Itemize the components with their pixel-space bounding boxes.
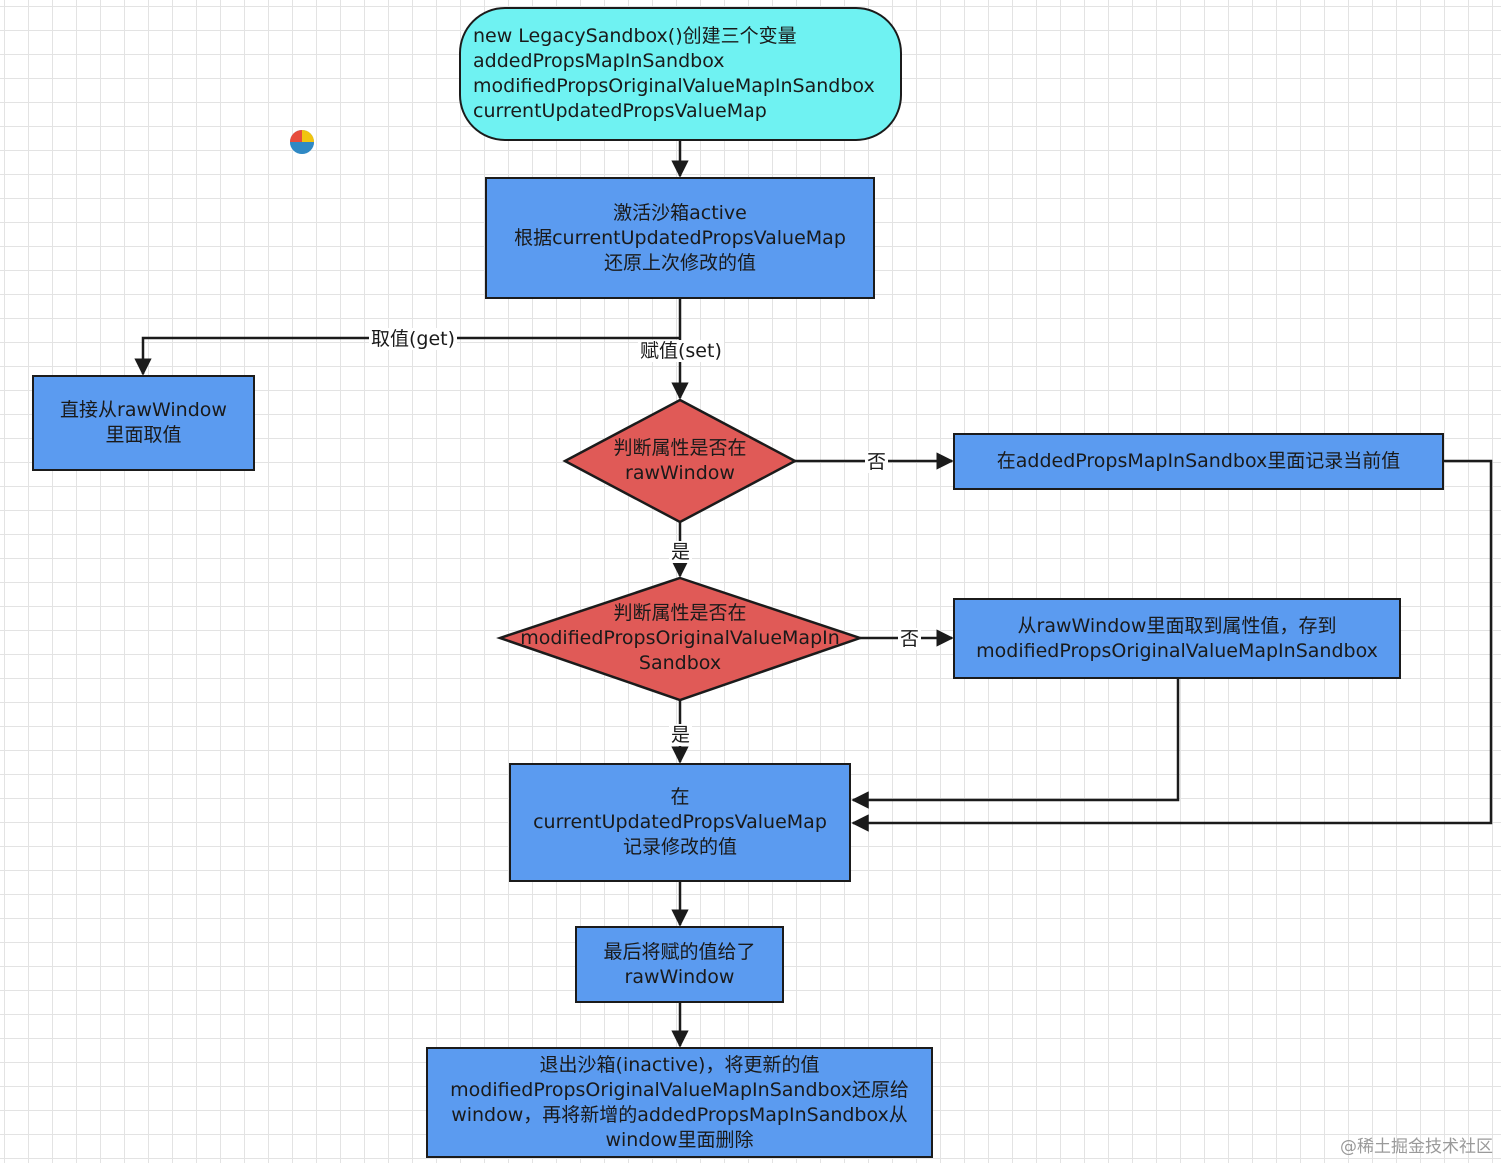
get-direct-line: 直接从rawWindow	[60, 399, 227, 421]
edge-label-no-1: 否	[865, 451, 889, 473]
assign-raw-line: rawWindow	[624, 965, 735, 988]
record-current-line: 记录修改的值	[622, 836, 737, 858]
decision-raw-text: 判断属性是否在 rawWindow	[575, 431, 785, 491]
activate-line: 还原上次修改的值	[603, 251, 756, 274]
get-direct-node: 直接从rawWindow 里面取值	[32, 375, 255, 471]
edge-label-get: 取值(get)	[369, 328, 458, 350]
record-current-line: currentUpdatedPropsValueMap	[533, 811, 827, 833]
deactivate-node: 退出沙箱(inactive)，将更新的值 modifiedPropsOrigin…	[426, 1047, 933, 1158]
edge-label-yes-1: 是	[669, 541, 693, 563]
record-current-line: 在	[670, 786, 690, 808]
activate-node: 激活沙箱active 根据currentUpdatedPropsValueMap…	[485, 177, 875, 299]
edge-store-to-record-current	[851, 678, 1180, 809]
start-node: new LegacySandbox()创建三个变量 addedPropsMapI…	[459, 7, 902, 141]
start-line: addedPropsMapInSandbox	[473, 50, 725, 72]
decision-modified-line: Sandbox	[638, 651, 722, 674]
decision-modified-text: 判断属性是否在 modifiedPropsOriginalValueMapIn …	[505, 600, 855, 676]
edge-label-no-2: 否	[898, 628, 922, 650]
watermark: @稀土掘金技术社区	[1340, 1137, 1493, 1157]
deactivate-line: window里面删除	[605, 1128, 754, 1151]
decision-modified-shape	[496, 576, 864, 702]
start-line: new LegacySandbox()创建三个变量	[473, 25, 797, 47]
decision-modified-line: 判断属性是否在	[613, 601, 747, 624]
activate-line: 激活沙箱active	[613, 201, 747, 224]
activate-line: 根据currentUpdatedPropsValueMap	[514, 226, 846, 249]
start-line: currentUpdatedPropsValueMap	[473, 100, 767, 122]
store-modified-node: 从rawWindow里面取到属性值，存到 modifiedPropsOrigin…	[953, 598, 1401, 679]
deactivate-line: modifiedPropsOriginalValueMapInSandbox还原…	[450, 1078, 909, 1101]
store-modified-line: 从rawWindow里面取到属性值，存到	[1017, 614, 1337, 637]
colorful-ball-icon	[288, 128, 316, 156]
edge-added-to-record-current	[851, 459, 1493, 832]
record-current-node: 在 currentUpdatedPropsValueMap 记录修改的值	[509, 763, 851, 882]
deactivate-line: 退出沙箱(inactive)，将更新的值	[539, 1053, 820, 1076]
decision-raw-line: rawWindow	[625, 462, 735, 484]
edge-label-set: 赋值(set)	[638, 340, 724, 362]
decision-raw-shape	[562, 398, 798, 524]
start-line: modifiedPropsOriginalValueMapInSandbox	[473, 75, 875, 97]
assign-raw-line: 最后将赋的值给了	[603, 940, 756, 963]
decision-modified-line: modifiedPropsOriginalValueMapIn	[520, 626, 840, 649]
edge-label-yes-2: 是	[669, 724, 693, 746]
edge-get-to-direct	[134, 336, 680, 376]
record-added-node: 在addedPropsMapInSandbox里面记录当前值	[953, 433, 1444, 490]
deactivate-line: window，再将新增的addedPropsMapInSandbox从	[451, 1103, 908, 1126]
get-direct-line: 里面取值	[105, 424, 182, 446]
record-added-line: 在addedPropsMapInSandbox里面记录当前值	[996, 450, 1401, 472]
store-modified-line: modifiedPropsOriginalValueMapInSandbox	[976, 639, 1378, 662]
assign-raw-node: 最后将赋的值给了 rawWindow	[575, 926, 784, 1003]
decision-raw-line: 判断属性是否在	[613, 437, 747, 459]
